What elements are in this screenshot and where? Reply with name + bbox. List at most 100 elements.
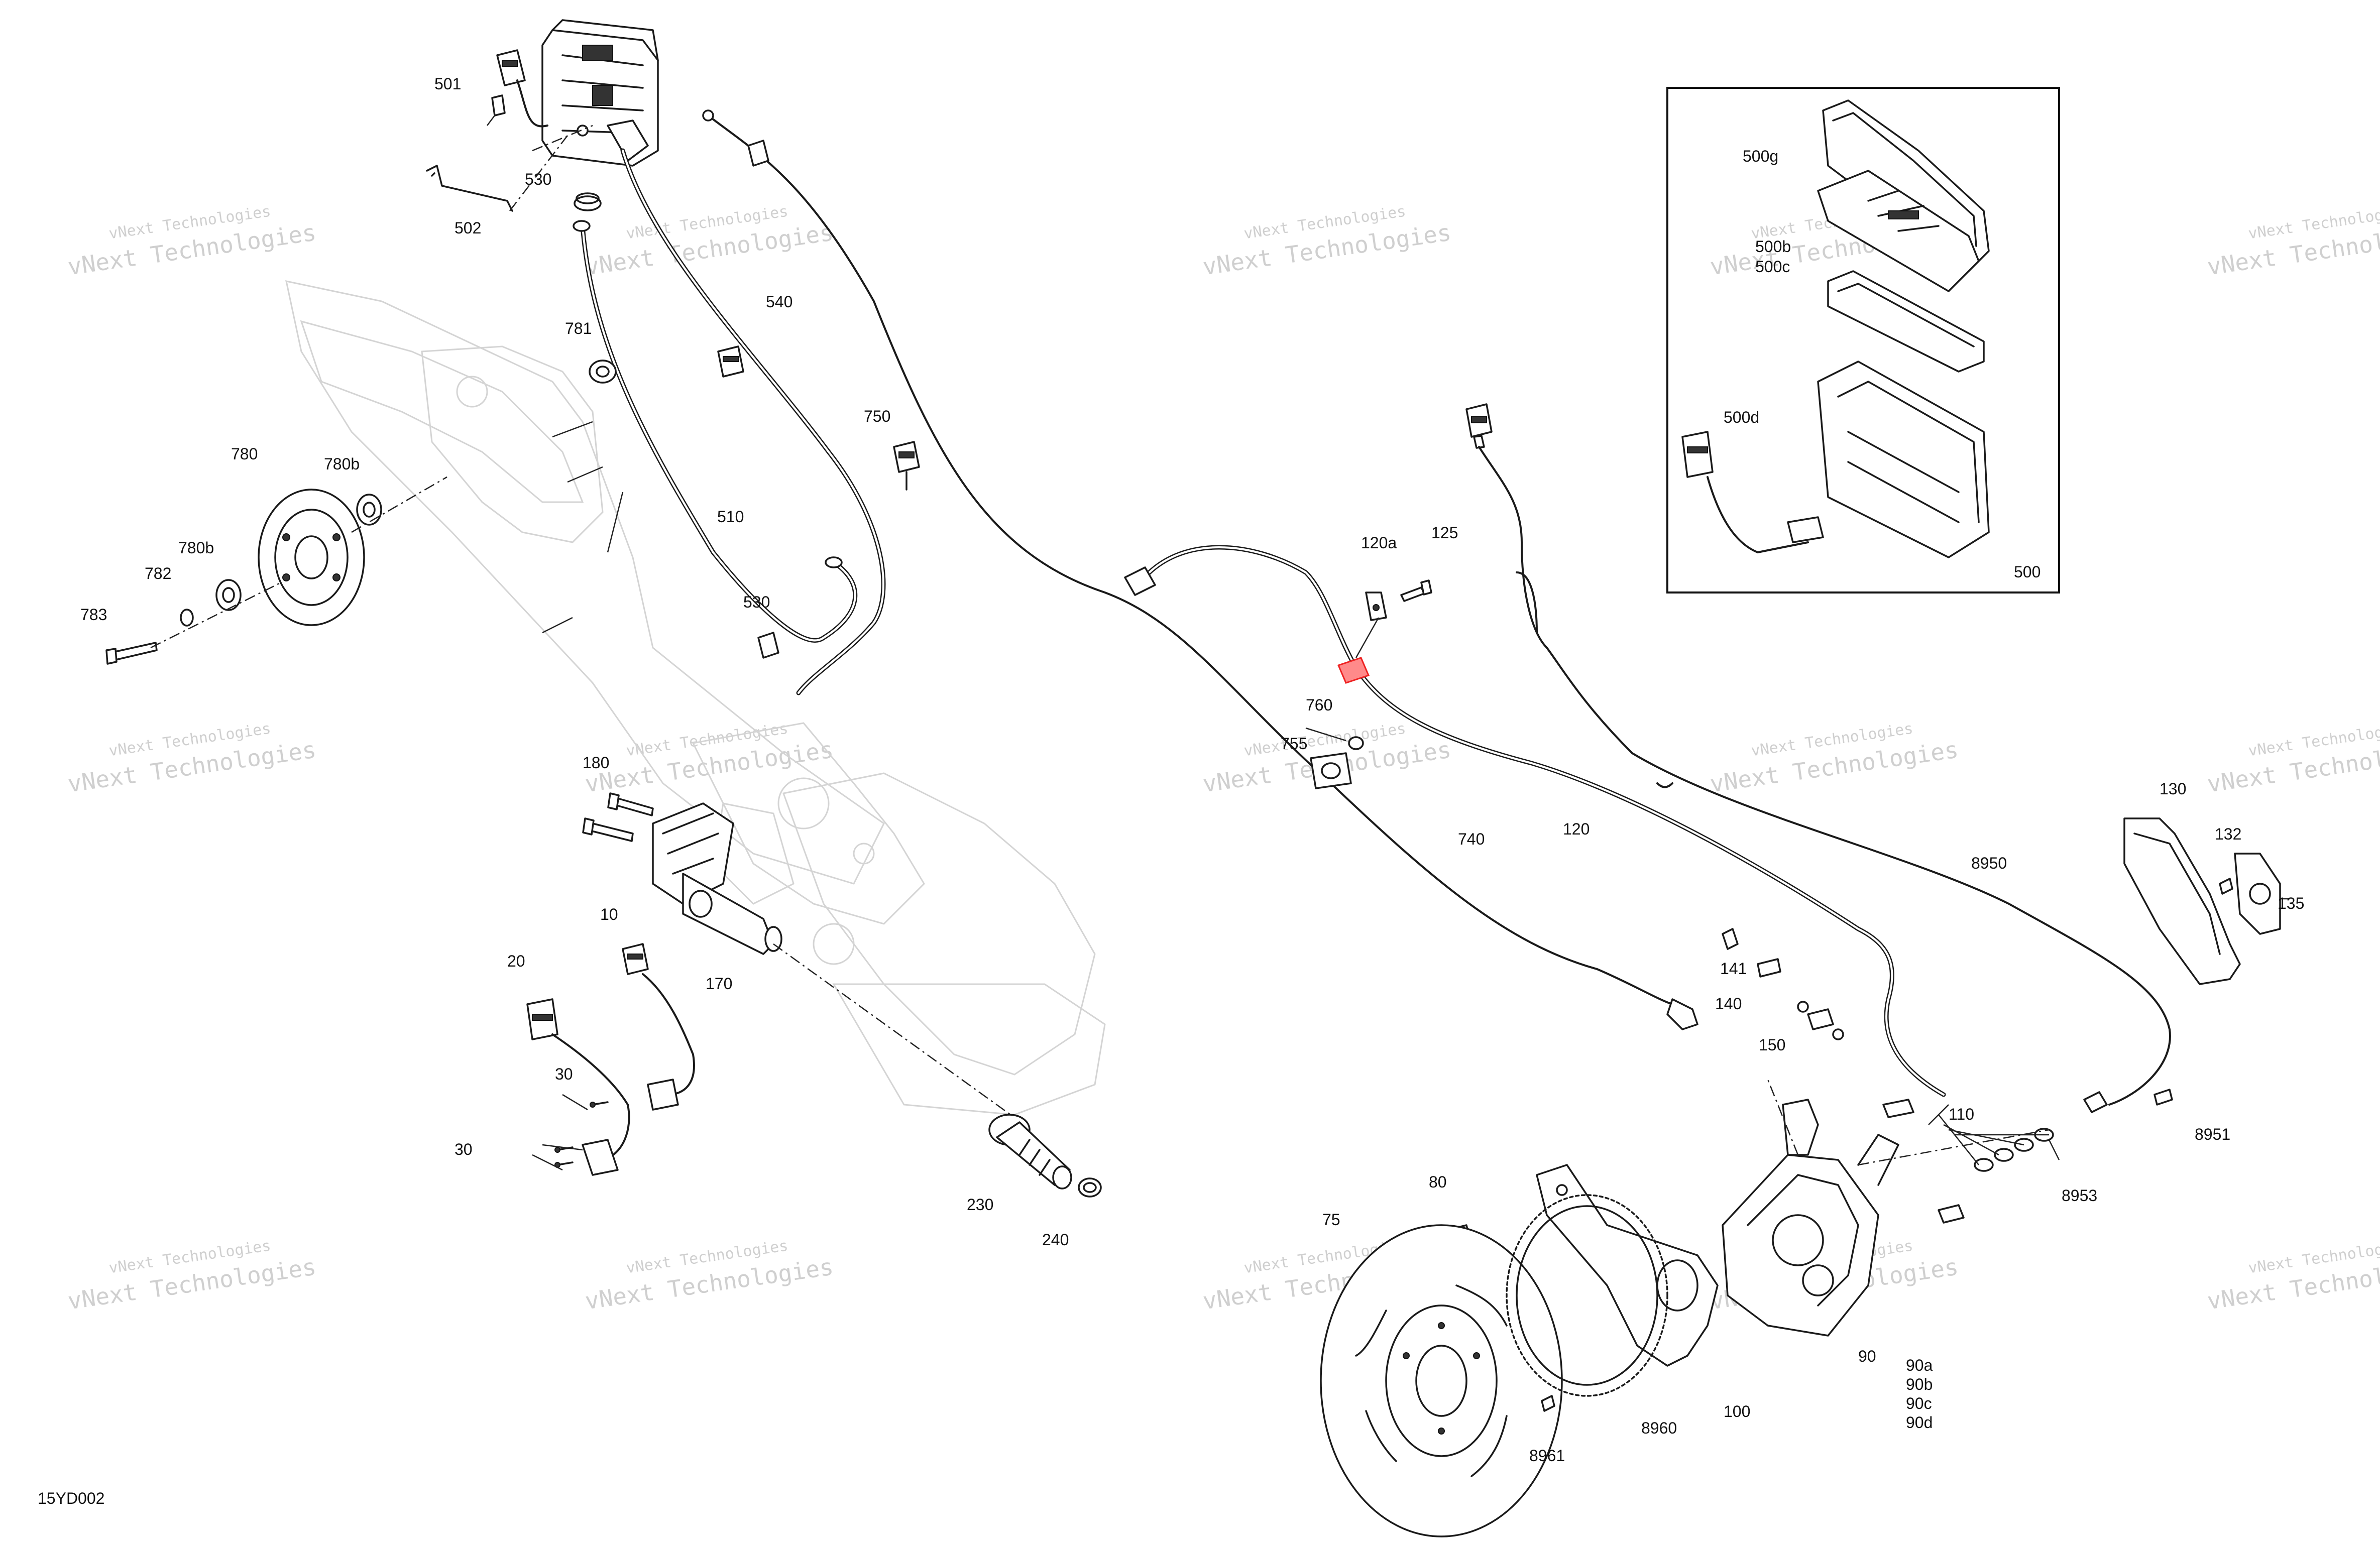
banjo-bolt-140 (1757, 958, 1809, 1013)
callout-132: 132 (2215, 825, 2241, 843)
callout-140: 140 (1715, 995, 1742, 1013)
callout-130: 130 (2160, 780, 2186, 798)
callout-500g: 500g (1743, 147, 1778, 165)
bracket-100 (1536, 1164, 1719, 1367)
tone-ring-8960 (1506, 1194, 1668, 1397)
callout-780b-right: 780b (324, 455, 360, 473)
callout-90a: 90a (1906, 1356, 1933, 1374)
brake-cable-740 (702, 109, 1698, 1030)
callout-540: 540 (766, 293, 792, 311)
callout-120a: 120a (1361, 534, 1397, 552)
callout-781: 781 (565, 319, 592, 337)
bolt-125 (1400, 579, 1432, 602)
boot-230 (988, 1114, 1072, 1190)
dashline (1767, 1079, 2050, 1166)
callout-90c: 90c (1906, 1394, 1932, 1412)
grommet-530-top (574, 192, 602, 211)
brake-line-120 (1124, 545, 1946, 1097)
callout-782: 782 (145, 564, 171, 582)
callout-170: 170 (706, 975, 732, 993)
callout-110: 110 (1949, 1105, 1974, 1123)
callout-90d: 90d (1906, 1413, 1933, 1432)
screw-8961 (1541, 1395, 1555, 1412)
fitting-150 (1807, 1008, 1844, 1040)
callout-240: 240 (1042, 1231, 1069, 1249)
switch-10 (622, 943, 695, 1111)
callout-760: 760 (1306, 696, 1332, 714)
guard-135 (2234, 853, 2281, 935)
callout-780b-left: 780b (178, 539, 214, 557)
shield-130 (2123, 817, 2241, 985)
callout-10: 10 (600, 905, 618, 923)
washer-782 (180, 609, 194, 627)
switch-20 (526, 998, 630, 1176)
bolt-783 (105, 642, 158, 665)
bushing-781 (589, 360, 617, 384)
clip-540 (717, 345, 744, 378)
screws-30 (554, 1101, 609, 1168)
caliper-90 (1722, 1134, 1899, 1337)
bolt-8951 (2154, 1089, 2173, 1106)
leader-lines (532, 421, 2290, 1171)
callout-8961: 8961 (1529, 1447, 1565, 1465)
callout-780: 780 (231, 445, 258, 463)
callout-502: 502 (455, 219, 481, 237)
bearing-780b-left (215, 579, 242, 611)
brake-disc-75 (1320, 1224, 1563, 1537)
callout-30-lower: 30 (455, 1140, 473, 1158)
callout-500d: 500d (1724, 408, 1759, 426)
bracket-110 (1782, 1099, 1965, 1224)
callout-500c: 500c (1755, 258, 1790, 276)
clip-755 (1310, 752, 1352, 789)
callout-530-lower: 530 (743, 593, 770, 611)
callout-180: 180 (583, 754, 609, 772)
dashline (509, 135, 568, 211)
callout-labels: 501 502 530 540 510 750 530 781 780 780b… (38, 75, 2304, 1507)
callout-8951: 8951 (2195, 1125, 2230, 1143)
screw-132 (2219, 878, 2233, 895)
connector-501 (487, 49, 548, 128)
fitting-530-lower (757, 632, 779, 659)
callout-100: 100 (1724, 1402, 1750, 1420)
callout-20: 20 (507, 952, 525, 970)
callout-150: 150 (1759, 1036, 1785, 1054)
sensor-750 (893, 441, 920, 491)
callout-8953: 8953 (2062, 1186, 2097, 1205)
master-cylinder-170 (652, 802, 782, 955)
dashline (150, 476, 447, 649)
inset-box-500 (1666, 87, 2060, 594)
callout-120: 120 (1563, 820, 1590, 838)
callout-530: 530 (525, 170, 551, 188)
abs-module (541, 19, 659, 167)
callout-141: 141 (1720, 960, 1747, 978)
bearing-780b-right (356, 494, 382, 526)
callout-30-upper: 30 (555, 1065, 573, 1083)
callout-501: 501 (434, 75, 461, 93)
callout-230: 230 (967, 1196, 993, 1214)
bolts-180 (582, 792, 654, 842)
bracket-120a (1355, 591, 1387, 658)
callout-90b: 90b (1906, 1375, 1933, 1393)
callout-750: 750 (864, 407, 890, 425)
clamp-240 (1078, 1177, 1102, 1198)
callout-90: 90 (1858, 1347, 1876, 1365)
pulley-780 (258, 489, 365, 626)
inset-label: 500 (2014, 563, 2041, 581)
callout-510: 510 (717, 508, 744, 526)
dashline (532, 125, 593, 152)
hose-510 (573, 148, 886, 695)
dashline (773, 943, 1025, 1126)
callout-740: 740 (1458, 830, 1485, 848)
banjo-141 (1722, 928, 1739, 950)
